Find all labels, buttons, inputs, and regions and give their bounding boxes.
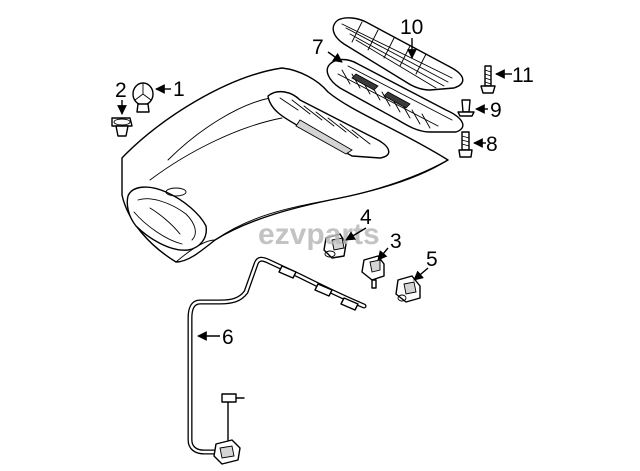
- hood-panel: [121, 67, 449, 263]
- callout-4-label: 4: [360, 206, 372, 229]
- bolt-8: [458, 131, 473, 158]
- callout-1-label: 1: [173, 78, 185, 101]
- callout-6-label: 6: [222, 326, 234, 349]
- callout-2-label: 2: [115, 79, 127, 102]
- callout-3-label: 3: [390, 230, 402, 253]
- callout-8: 8: [473, 133, 498, 156]
- callout-4: 4: [345, 206, 372, 241]
- watermark-text: ezvparts: [258, 218, 380, 251]
- clip-9: [457, 99, 475, 117]
- callout-6: 6: [197, 326, 234, 349]
- callout-9: 9: [475, 99, 502, 122]
- hood-latch-3: [361, 255, 385, 289]
- vent-grille: [326, 58, 464, 133]
- emblem: [132, 82, 154, 113]
- vent-cover: [332, 17, 464, 91]
- callout-7: 7: [312, 36, 343, 63]
- callout-10: 10: [400, 16, 423, 59]
- callout-9-label: 9: [490, 99, 502, 122]
- callout-7-label: 7: [312, 36, 324, 59]
- callout-2: 2: [115, 79, 127, 115]
- callout-1: 1: [155, 78, 185, 101]
- callout-11-label: 11: [512, 64, 534, 87]
- screw-11: [480, 65, 496, 94]
- callout-8-label: 8: [486, 133, 498, 156]
- emblem-clip: [111, 117, 133, 137]
- hood-vent-recess: [267, 90, 390, 159]
- callout-3: 3: [377, 230, 402, 261]
- callout-5-label: 5: [426, 248, 438, 271]
- latch-bracket-5: [395, 275, 421, 303]
- callout-11: 11: [495, 64, 534, 87]
- cable-guide-4: [323, 233, 347, 259]
- callout-5: 5: [413, 248, 438, 281]
- release-cable-6: [187, 256, 367, 465]
- callout-10-label: 10: [400, 16, 423, 39]
